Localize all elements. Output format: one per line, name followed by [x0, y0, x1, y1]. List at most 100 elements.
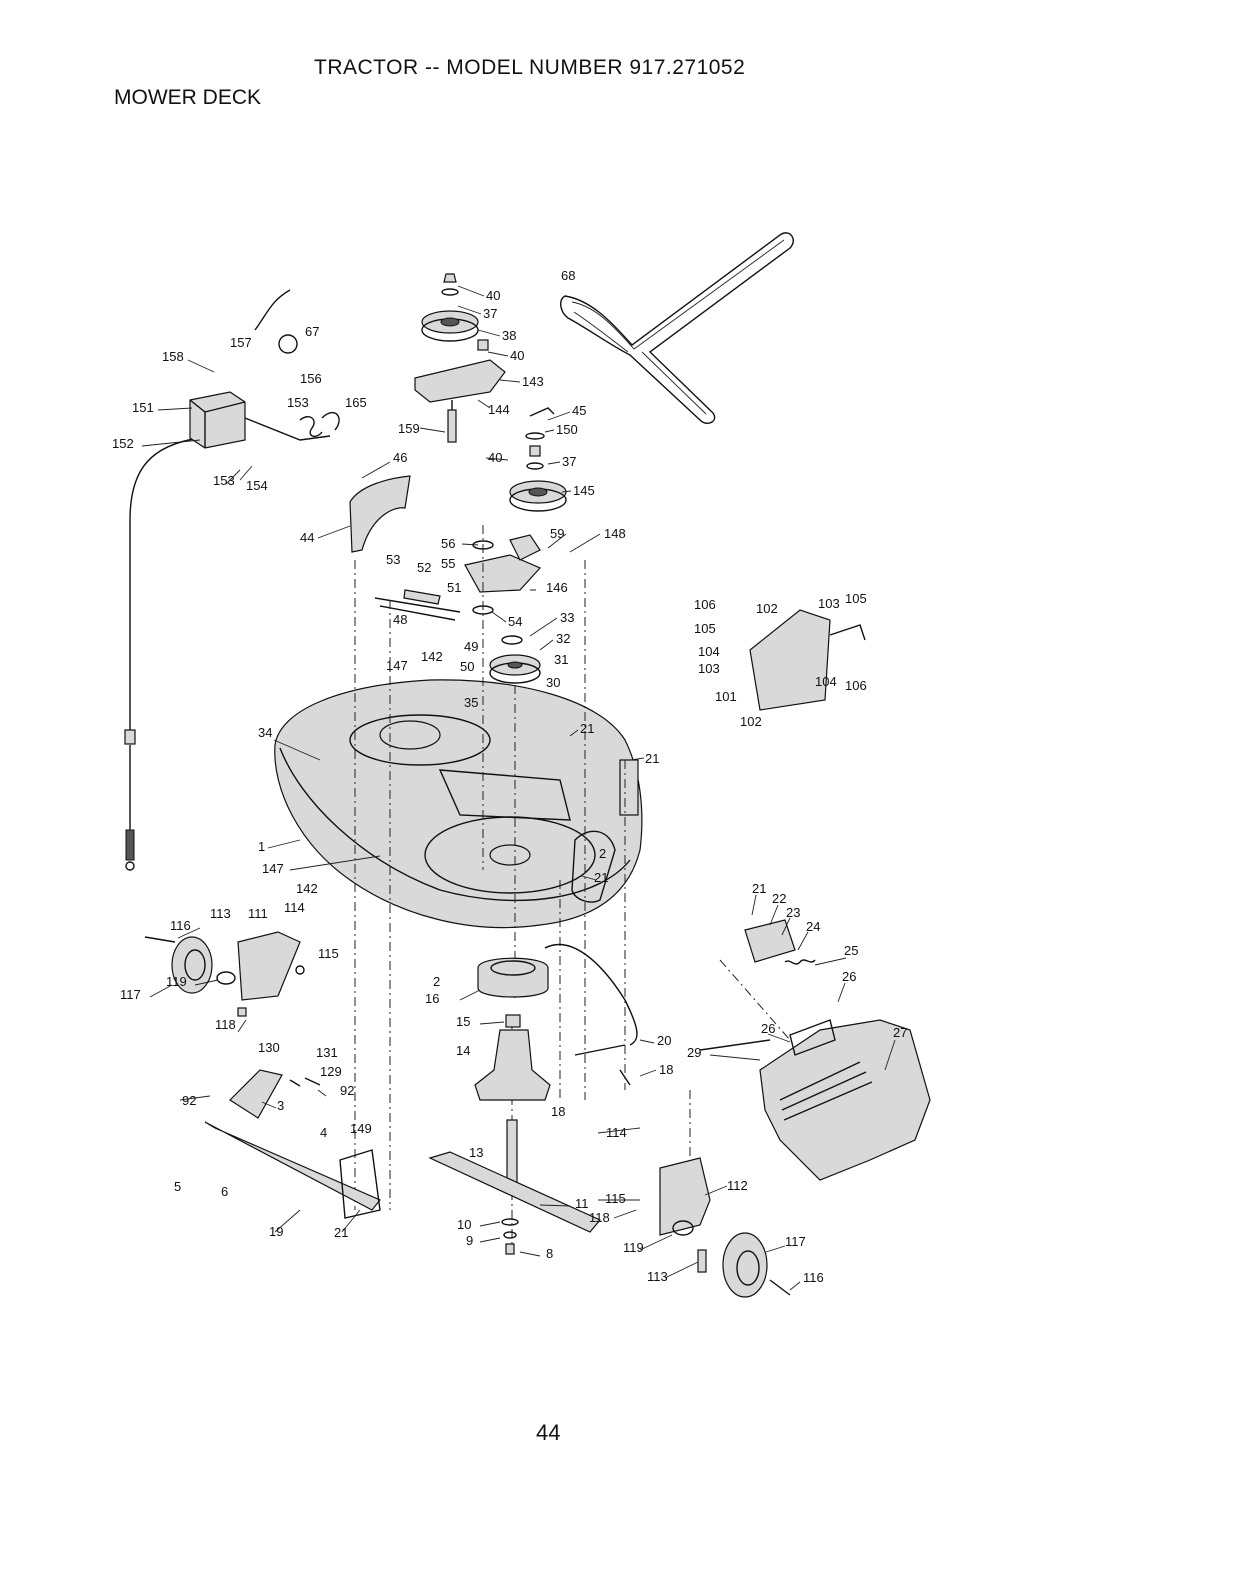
label-118b: 118 — [589, 1210, 610, 1225]
label-26a: 26 — [842, 969, 856, 984]
label-31: 31 — [554, 652, 568, 667]
label-52: 52 — [417, 560, 431, 575]
label-142b: 142 — [296, 881, 318, 896]
label-40a: 40 — [486, 288, 500, 303]
label-55: 55 — [441, 556, 455, 571]
label-51: 51 — [447, 580, 461, 595]
leader-lines — [141, 285, 896, 1291]
label-102a: 102 — [756, 601, 778, 616]
label-59: 59 — [550, 526, 564, 541]
label-50: 50 — [460, 659, 474, 674]
label-165: 165 — [345, 395, 367, 410]
label-147a: 147 — [386, 658, 408, 673]
label-156: 156 — [300, 371, 322, 386]
label-29: 29 — [687, 1045, 701, 1060]
label-49: 49 — [464, 639, 478, 654]
cable-assembly — [124, 289, 340, 871]
label-26b: 26 — [761, 1021, 775, 1036]
label-18b: 18 — [551, 1104, 565, 1119]
label-153b: 153 — [213, 473, 235, 488]
label-8: 8 — [546, 1246, 553, 1261]
label-56: 56 — [441, 536, 455, 551]
label-25: 25 — [844, 943, 858, 958]
label-10: 10 — [457, 1217, 471, 1232]
label-4: 4 — [320, 1125, 327, 1140]
label-45: 45 — [572, 403, 586, 418]
spindle-assembly — [474, 957, 551, 1192]
label-38: 38 — [502, 328, 516, 343]
drive-belt — [560, 232, 794, 424]
label-159: 159 — [398, 421, 420, 436]
label-157: 157 — [230, 335, 252, 350]
label-105b: 105 — [694, 621, 716, 636]
label-40b: 40 — [510, 348, 524, 363]
label-40c: 40 — [488, 450, 502, 465]
label-92b: 92 — [182, 1093, 196, 1108]
blade-brace — [374, 589, 461, 621]
label-111: 111 — [248, 906, 268, 921]
mower-deck — [274, 679, 643, 929]
label-114b: 114 — [606, 1125, 627, 1140]
label-115b: 115 — [605, 1191, 626, 1206]
label-44: 44 — [300, 530, 314, 545]
label-114a: 114 — [284, 900, 305, 915]
label-1: 1 — [258, 839, 265, 854]
label-151: 151 — [132, 400, 154, 415]
deck-pulley-stack — [464, 407, 567, 684]
label-30: 30 — [546, 675, 560, 690]
label-101: 101 — [715, 689, 737, 704]
label-27: 27 — [893, 1025, 907, 1040]
part-labels: 40 37 38 40 143 144 159 45 150 40 37 145… — [112, 268, 907, 1285]
label-117a: 117 — [120, 987, 141, 1002]
label-37a: 37 — [483, 306, 497, 321]
label-103b: 103 — [698, 661, 720, 676]
label-2b: 2 — [433, 974, 440, 989]
label-32: 32 — [556, 631, 570, 646]
label-106a: 106 — [694, 597, 716, 612]
label-15: 15 — [456, 1014, 470, 1029]
deck-support-arm — [544, 943, 638, 1086]
label-112: 112 — [727, 1178, 748, 1193]
left-gauge-wheel — [144, 931, 305, 1017]
label-129: 129 — [320, 1064, 342, 1079]
label-6: 6 — [221, 1184, 228, 1199]
label-131: 131 — [316, 1045, 338, 1060]
label-67: 67 — [305, 324, 319, 339]
label-35: 35 — [464, 695, 478, 710]
label-2a: 2 — [599, 846, 606, 861]
label-152: 152 — [112, 436, 134, 451]
label-13: 13 — [469, 1145, 483, 1160]
label-116a: 116 — [170, 918, 191, 933]
label-48: 48 — [393, 612, 407, 627]
label-143: 143 — [522, 374, 544, 389]
label-158: 158 — [162, 349, 184, 364]
label-144: 144 — [488, 402, 510, 417]
label-23: 23 — [786, 905, 800, 920]
alignment-lines — [354, 525, 791, 1250]
label-113b: 113 — [647, 1269, 668, 1284]
label-24: 24 — [806, 919, 820, 934]
section-title: MOWER DECK — [114, 86, 261, 109]
label-115a: 115 — [318, 946, 339, 961]
label-130: 130 — [258, 1040, 280, 1055]
label-3: 3 — [277, 1098, 284, 1113]
label-21a: 21 — [580, 721, 594, 736]
label-53: 53 — [386, 552, 400, 567]
left-front-bracket — [204, 1069, 381, 1219]
label-142a: 142 — [421, 649, 443, 664]
label-21b: 21 — [645, 751, 659, 766]
label-92a: 92 — [340, 1083, 354, 1098]
label-149: 149 — [350, 1121, 372, 1136]
label-68: 68 — [561, 268, 575, 283]
label-21c: 21 — [594, 870, 608, 885]
belt-deflector-shield — [749, 609, 866, 711]
label-46: 46 — [393, 450, 407, 465]
label-116b: 116 — [803, 1270, 824, 1285]
idler-pulley-stack — [414, 273, 506, 443]
label-150: 150 — [556, 422, 578, 437]
chute-bracket-spring — [744, 919, 816, 965]
belt-guard-left — [349, 475, 411, 553]
label-16: 16 — [425, 991, 439, 1006]
label-14: 14 — [456, 1043, 470, 1058]
